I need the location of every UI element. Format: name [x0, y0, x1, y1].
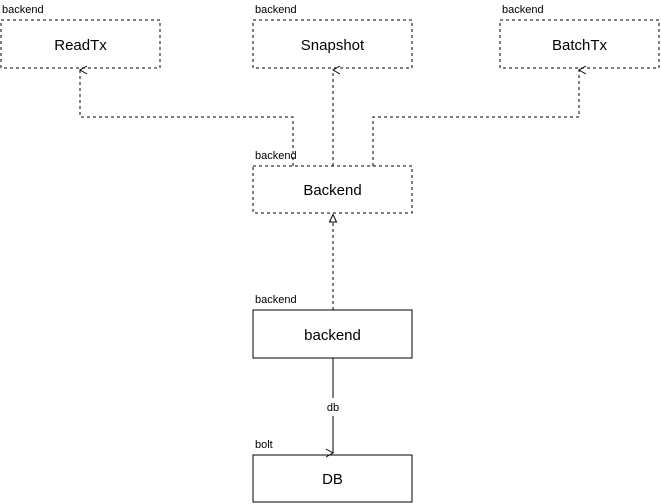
batchtx-package-label: backend [502, 4, 544, 16]
node-batchtx[interactable]: backend BatchTx [499, 4, 660, 69]
batchtx-box [499, 19, 660, 69]
backend-interface-package-label: backend [255, 150, 297, 162]
readtx-label: ReadTx [54, 37, 107, 54]
edge-backend-db-label: db [327, 402, 339, 414]
backend-impl-package-label: backend [255, 294, 297, 306]
edge-backend-batchtx [372, 65, 587, 166]
readtx-box [0, 19, 161, 69]
backend-impl-label: backend [304, 327, 361, 344]
node-readtx[interactable]: backend ReadTx [0, 4, 161, 69]
db-package-label: bolt [255, 439, 273, 451]
node-db[interactable]: bolt DB [252, 439, 413, 503]
snapshot-label: Snapshot [301, 37, 365, 54]
node-backend-interface[interactable]: backend Backend [252, 150, 413, 214]
realization-arrowhead-icon [328, 213, 338, 223]
snapshot-box [252, 19, 413, 69]
snapshot-package-label: backend [255, 4, 297, 16]
db-label: DB [322, 471, 343, 488]
node-snapshot[interactable]: backend Snapshot [252, 4, 413, 69]
edge-backend-readtx [78, 65, 294, 166]
readtx-package-label: backend [2, 4, 44, 16]
backend-interface-label: Backend [303, 182, 361, 199]
db-box [252, 454, 413, 503]
batchtx-label: BatchTx [552, 37, 608, 54]
backend-interface-box [252, 165, 413, 214]
